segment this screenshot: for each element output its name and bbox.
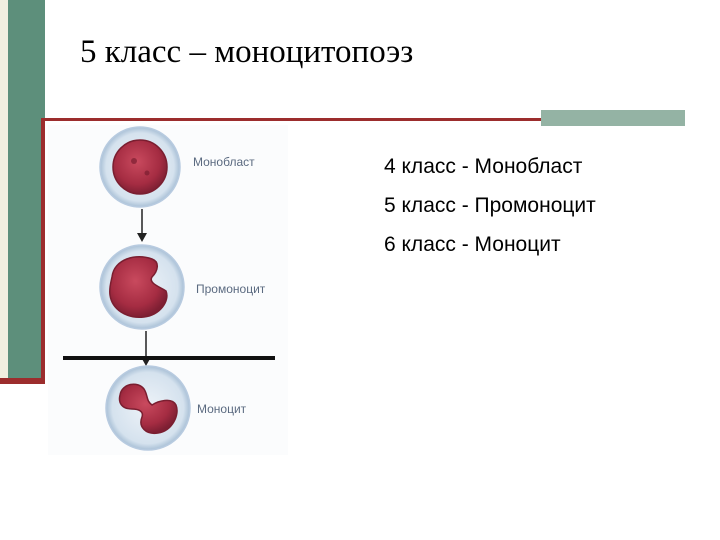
class-list: 4 класс - Монобласт 5 класс - Промоноцит… (384, 146, 596, 266)
class-item: 5 класс - Промоноцит (384, 194, 596, 217)
promonocyte-cell (99, 244, 185, 330)
label-monocyte: Моноцит (197, 402, 247, 416)
monoblast-cell (99, 126, 181, 208)
cell-illustrations (99, 126, 191, 451)
title-divider-accent (541, 110, 685, 126)
monocyte-cell (105, 365, 191, 451)
label-monoblast: Монобласт (193, 155, 255, 169)
class-item: 4 класс - Монобласт (384, 155, 583, 178)
arrow-down-icon (137, 209, 147, 242)
class-item: 6 класс - Моноцит (384, 233, 561, 256)
title-divider (41, 118, 685, 121)
monocytopoiesis-diagram: Монобласт Промоноцит Моноцит (48, 125, 288, 455)
slide-title: 5 класс – моноцитопоэз (80, 34, 414, 70)
side-accent-red-bar (0, 378, 45, 384)
side-accent-red-line (41, 118, 45, 384)
arrow-down-icon (141, 331, 151, 366)
label-promonocyte: Промоноцит (196, 282, 266, 296)
side-accent-stripe (0, 0, 8, 382)
differentiation-boundary-line (63, 356, 275, 360)
